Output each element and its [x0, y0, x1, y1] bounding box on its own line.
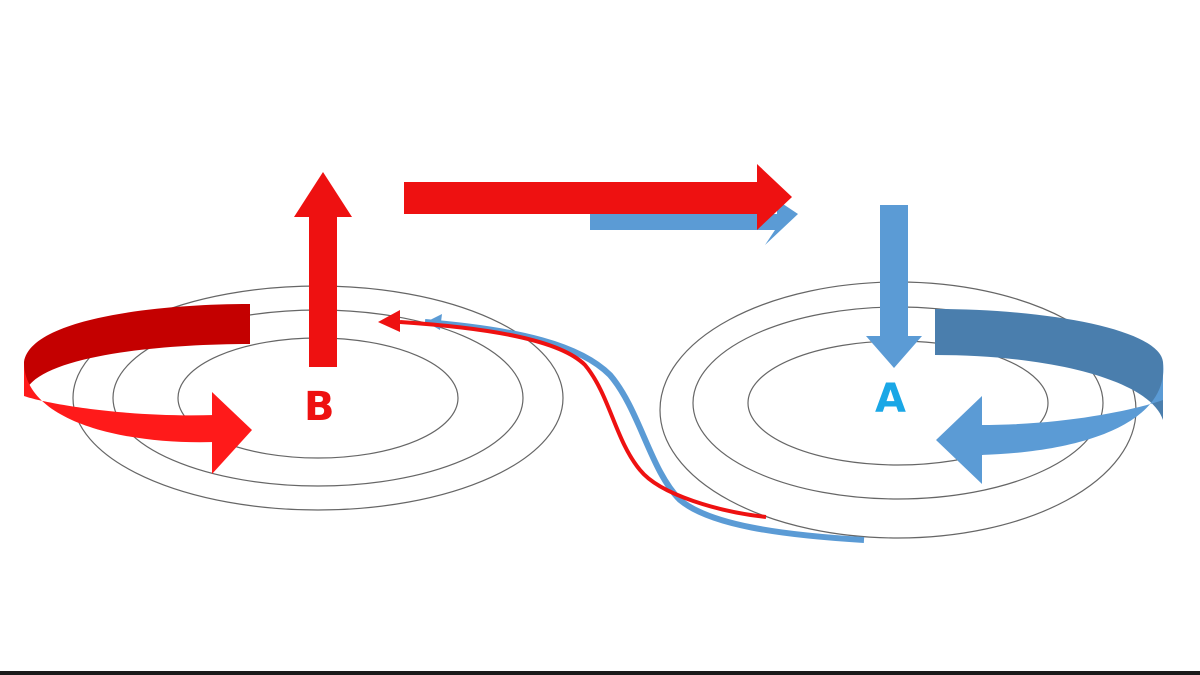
sinking-air-head — [866, 336, 922, 368]
rising-air-arrow — [294, 172, 352, 367]
surface-flow — [378, 310, 865, 543]
low-circulation-band-front — [24, 362, 215, 443]
upper-flow-head — [757, 164, 792, 230]
high-pressure-label: A — [875, 376, 906, 422]
high-pressure-circulation-arrow — [935, 309, 1164, 484]
bottom-border — [0, 671, 1200, 675]
low-circulation-band-back — [24, 304, 250, 396]
low-pressure-label: B — [304, 384, 335, 430]
rising-air-head — [294, 172, 352, 217]
surface-flow-blue-head — [426, 314, 442, 330]
high-circulation-band-back — [935, 309, 1163, 420]
high-circulation-band-front — [980, 362, 1164, 455]
upper-level-flow-arrow — [404, 164, 798, 245]
upper-flow-shaft — [404, 182, 764, 214]
low-pressure-circulation-arrow — [24, 304, 252, 474]
sinking-air-shaft — [880, 205, 908, 340]
surface-flow-red-head — [378, 310, 400, 332]
surface-flow-red-line — [399, 320, 767, 519]
rising-air-shaft — [309, 215, 337, 367]
high-circulation-arrowhead — [936, 396, 982, 484]
surface-flow-blue-line — [424, 319, 865, 543]
upper-flow-blue-shadow — [590, 200, 798, 245]
sinking-air-arrow — [866, 205, 922, 368]
low-circulation-arrowhead — [212, 392, 252, 474]
